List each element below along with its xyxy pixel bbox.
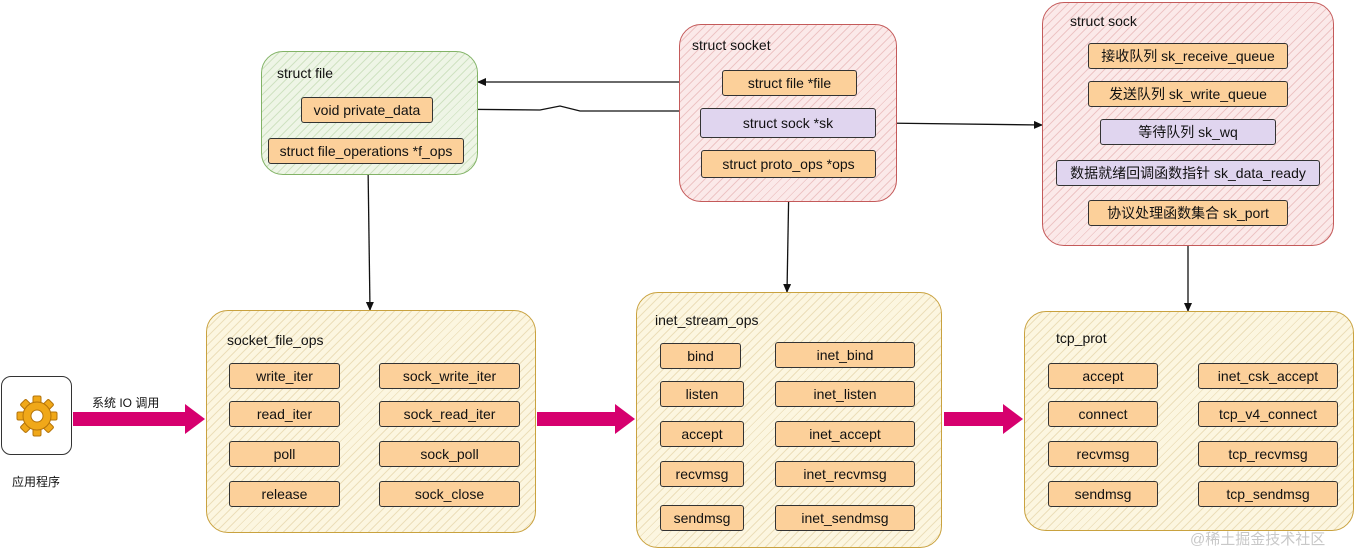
struct-file-title: struct file [277, 65, 334, 81]
field-file: struct file *file [722, 70, 857, 96]
impl-inet-recvmsg: inet_recvmsg [775, 461, 915, 487]
op-read-iter: read_iter [229, 401, 340, 427]
op-tcp-sendmsg: sendmsg [1048, 481, 1158, 507]
op-recvmsg: recvmsg [660, 461, 744, 487]
watermark: @稀土掘金技术社区 [1190, 531, 1326, 548]
op-accept: accept [660, 421, 744, 447]
op-sendmsg: sendmsg [660, 505, 744, 531]
struct-sock-title: struct sock [1070, 13, 1137, 29]
field-f-ops: struct file_operations *f_ops [268, 138, 464, 164]
field-sk: struct sock *sk [700, 108, 876, 138]
arrow-fops-to-socket-file-ops [365, 163, 374, 311]
impl-sock-read-iter: sock_read_iter [379, 401, 520, 427]
io-call-label: 系统 IO 调用 [92, 396, 160, 410]
field-sk-port: 协议处理函数集合 sk_port [1088, 200, 1288, 226]
op-tcp-accept: accept [1048, 363, 1158, 389]
field-sk-receive-queue: 接收队列 sk_receive_queue [1088, 43, 1288, 69]
impl-inet-listen: inet_listen [775, 381, 915, 407]
field-sk-data-ready: 数据就绪回调函数指针 sk_data_ready [1056, 160, 1320, 186]
op-connect: connect [1048, 401, 1158, 427]
op-poll: poll [229, 441, 340, 467]
arrow-private-data-to-socket [432, 105, 691, 115]
op-tcp-recvmsg: recvmsg [1048, 441, 1158, 467]
impl-sock-close: sock_close [379, 481, 520, 507]
socket-file-ops-title: socket_file_ops [227, 332, 324, 348]
arrow-sk-to-struct-sock [875, 120, 1043, 129]
gear-icon [16, 395, 57, 436]
impl-inet-sendmsg: inet_sendmsg [775, 505, 915, 531]
impl-inet-bind: inet_bind [775, 342, 915, 368]
impl-sock-write-iter: sock_write_iter [379, 363, 520, 389]
field-private-data: void private_data [301, 97, 433, 123]
op-bind: bind [660, 343, 741, 369]
op-listen: listen [660, 381, 744, 407]
app-label: 应用程序 [12, 475, 61, 489]
impl-tcp-sendmsg: tcp_sendmsg [1198, 481, 1338, 507]
field-sk-wq: 等待队列 sk_wq [1100, 119, 1276, 145]
op-release: release [229, 481, 340, 507]
app-icon-box [1, 376, 72, 455]
field-sk-write-queue: 发送队列 sk_write_queue [1088, 81, 1288, 107]
impl-tcp-v4-connect: tcp_v4_connect [1198, 401, 1338, 427]
inet-stream-ops-title: inet_stream_ops [655, 312, 759, 328]
impl-sock-poll: sock_poll [379, 441, 520, 467]
impl-inet-csk-accept: inet_csk_accept [1198, 363, 1338, 389]
field-ops: struct proto_ops *ops [701, 150, 876, 178]
op-write-iter: write_iter [229, 363, 340, 389]
impl-tcp-recvmsg: tcp_recvmsg [1198, 441, 1338, 467]
struct-socket-title: struct socket [692, 37, 771, 53]
tcp-prot-title: tcp_prot [1056, 330, 1107, 346]
impl-inet-accept: inet_accept [775, 421, 915, 447]
